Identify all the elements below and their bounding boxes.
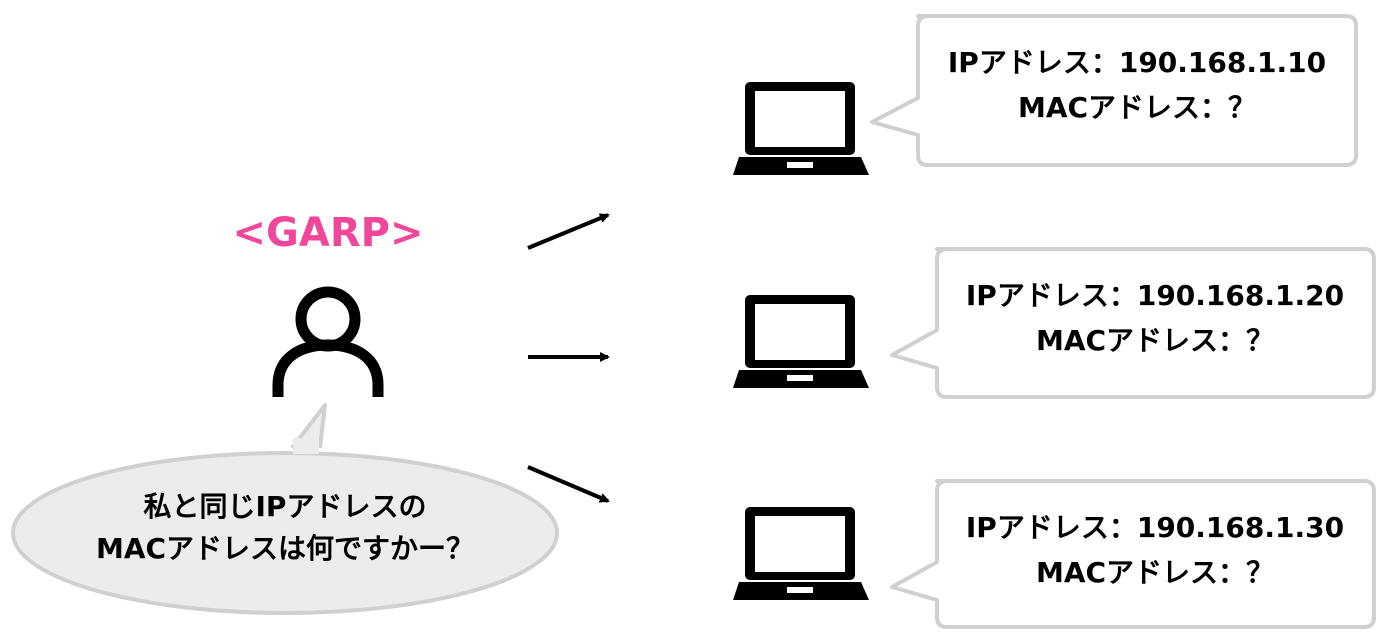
sender-speech-line-1: 私と同じIPアドレスの: [144, 490, 427, 523]
device-2-info-bubble: IPアドレス：190.168.1.20 MACアドレス：？: [890, 247, 1376, 399]
device-3: IPアドレス：190.168.1.30 MACアドレス：？: [733, 479, 1376, 629]
laptop-icon: [733, 82, 869, 175]
device-2: IPアドレス：190.168.1.20 MACアドレス：？: [733, 247, 1376, 399]
device-2-ip: IPアドレス：190.168.1.20: [966, 279, 1344, 312]
device-1-ip: IPアドレス：190.168.1.10: [948, 46, 1326, 79]
laptop-icon: [733, 507, 869, 600]
device-1: IPアドレス：190.168.1.10 MACアドレス：？: [733, 14, 1358, 175]
device-3-ip: IPアドレス：190.168.1.30: [966, 511, 1344, 544]
diagram-title: <GARP>: [233, 210, 424, 256]
device-1-mac: MACアドレス：？: [1018, 91, 1256, 124]
laptop-icon: [733, 295, 869, 388]
device-3-info-bubble: IPアドレス：190.168.1.30 MACアドレス：？: [890, 479, 1376, 629]
sender-speech-bubble: 私と同じIPアドレスの MACアドレスは何ですかー？: [11, 403, 559, 615]
arrow-to-device-1: [527, 213, 610, 250]
person-icon: [272, 286, 384, 397]
device-2-mac: MACアドレス：？: [1036, 324, 1274, 357]
device-1-info-bubble: IPアドレス：190.168.1.10 MACアドレス：？: [870, 14, 1358, 167]
arrow-to-device-3: [527, 465, 610, 503]
device-3-mac: MACアドレス：？: [1036, 556, 1274, 589]
sender-speech-line-2: MACアドレスは何ですかー？: [96, 532, 474, 565]
